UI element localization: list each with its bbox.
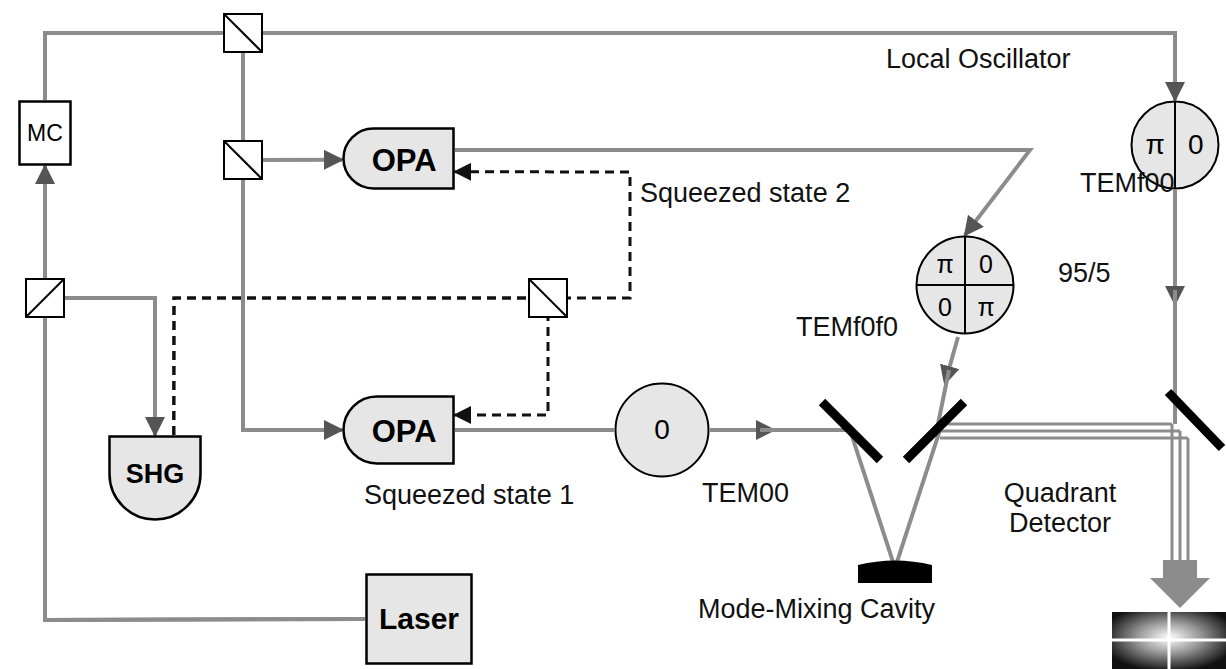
- beam: [940, 430, 1180, 433]
- laser-beam: [45, 33, 1175, 100]
- node-text: OPA: [372, 416, 437, 447]
- plate-divider: [917, 284, 1014, 286]
- laser-beam: [45, 166, 365, 620]
- laser-beam: [455, 150, 1030, 235]
- cavity-beam: [850, 430, 940, 568]
- laser-beam: [45, 33, 342, 430]
- component-box: SHG: [108, 435, 202, 521]
- beam: [710, 190, 1188, 568]
- node-text: π: [1146, 131, 1165, 159]
- opa-outline: [344, 397, 454, 464]
- node-outline: [915, 235, 1015, 335]
- component-box: Laser: [365, 573, 473, 665]
- beam-splitter: [529, 279, 567, 317]
- quadrant-detector: [1112, 612, 1226, 669]
- component-box: MC: [18, 100, 72, 166]
- node-text: OPA: [372, 144, 437, 175]
- opa-outline: [344, 129, 454, 189]
- beam: [940, 423, 1172, 426]
- box-outline: [20, 102, 71, 165]
- node-text: 0: [654, 416, 670, 444]
- detector-arrow: [1150, 560, 1210, 608]
- diagram-label: TEMf00: [1080, 168, 1200, 198]
- shg-outline: [110, 437, 201, 520]
- plate-outline: [616, 384, 709, 477]
- beam-splitter: [224, 141, 262, 179]
- phase-plate: π00π: [915, 235, 1015, 335]
- node-text: 0: [1188, 131, 1204, 159]
- diagram-label: TEM00: [702, 478, 822, 508]
- beam-splitter: [26, 279, 64, 317]
- curved-mirror: [858, 561, 932, 584]
- laser-beam: [45, 33, 342, 160]
- beam: [1171, 424, 1174, 560]
- node-text: SHG: [126, 460, 185, 487]
- beam: [940, 437, 1188, 440]
- phase-plate: 0: [614, 382, 710, 478]
- beam-splitter: [224, 141, 262, 179]
- local-oscillator-beam: [1173, 190, 1177, 296]
- beam-splitter-cubes: [26, 14, 567, 317]
- cavity-mirror: [822, 402, 880, 460]
- beam-splitter: [26, 279, 64, 317]
- cavity-mirror: [906, 402, 964, 460]
- beam: [1187, 438, 1190, 560]
- node-text: Laser: [379, 604, 459, 634]
- beam-splitter: [224, 14, 262, 52]
- beam: [710, 428, 766, 432]
- node-text: π: [977, 295, 994, 320]
- beam: [1179, 431, 1182, 560]
- diagram-label: 95/5: [1058, 258, 1138, 288]
- diagram-label: Local Oscillator: [886, 44, 1146, 74]
- laser-beam: [45, 298, 365, 620]
- beam-splitter-95-5: [1168, 392, 1222, 448]
- beam: [760, 428, 848, 432]
- component-box: OPA: [342, 127, 455, 190]
- node-text: 0: [938, 295, 952, 320]
- diagram-label: Mode-Mixing Cavity: [690, 594, 935, 624]
- node-text: 0: [979, 252, 993, 277]
- node-text: π: [936, 252, 953, 277]
- beam-splitter: [529, 279, 567, 317]
- diagram-label: Squeezed state 1: [364, 480, 604, 510]
- laser-beam: [455, 428, 614, 432]
- plate-outline: [917, 237, 1014, 334]
- detector-gap: [1112, 639, 1226, 642]
- box-outline: [367, 575, 472, 664]
- diagram-label: Squeezed state 2: [640, 178, 880, 208]
- beam-splitter: [224, 14, 262, 52]
- component-box: OPA: [342, 395, 455, 465]
- node-text: MC: [27, 122, 63, 145]
- diagram-label: TEMf0f0: [796, 312, 916, 342]
- diagram-label: Quadrant Detector: [970, 478, 1150, 538]
